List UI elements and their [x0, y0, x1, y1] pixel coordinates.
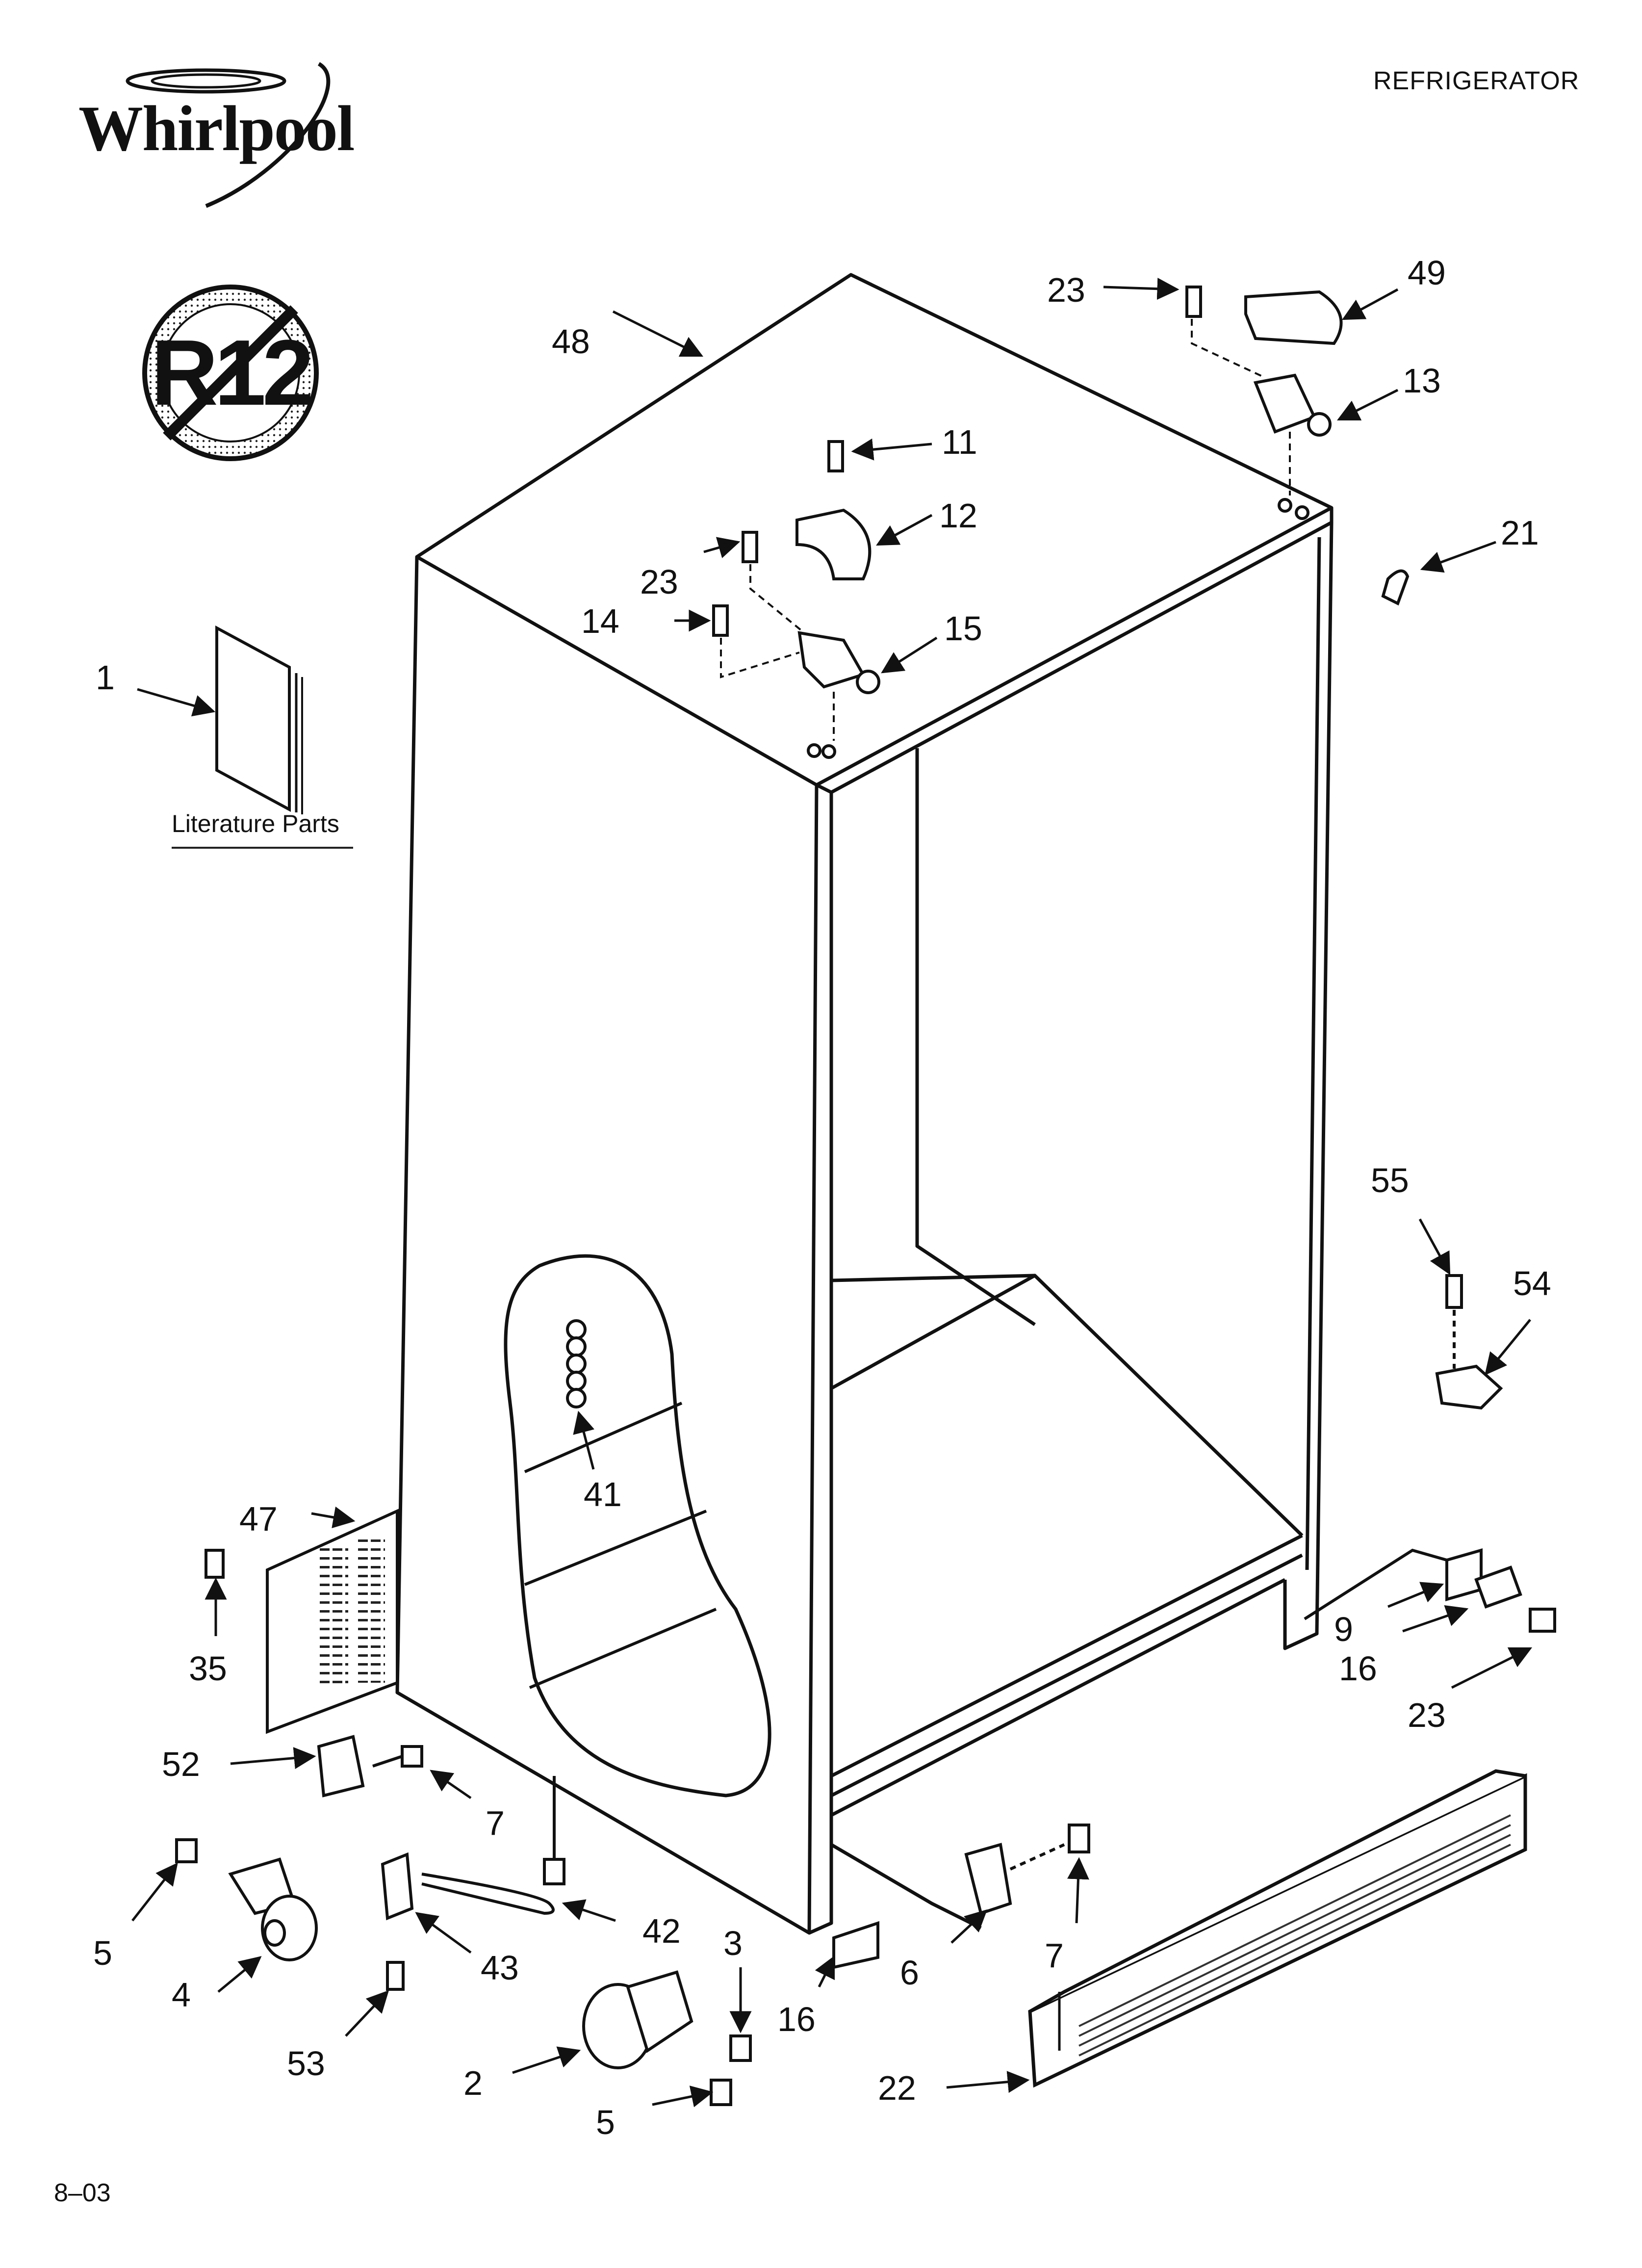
drain-tube-part [381, 1776, 565, 1991]
callout-15: 15 [944, 609, 982, 648]
leveler-right [1304, 1548, 1556, 1633]
callout-labels: 48 23 49 13 11 12 21 23 14 15 1 55 54 41… [93, 254, 1551, 2141]
toe-grille-part [1028, 1769, 1527, 2088]
cabinet-left-side [395, 556, 819, 1935]
bottom-bracket-parts [832, 1824, 1090, 1969]
callout-21: 21 [1501, 514, 1539, 552]
top-hinge-right [1185, 286, 1410, 606]
callout-7-left: 7 [486, 1804, 505, 1842]
logo-swirl-icon [126, 62, 331, 208]
top-hinge-center [712, 440, 880, 759]
document-type-label: REFRIGERATOR [1373, 67, 1580, 95]
callout-1: 1 [96, 658, 115, 697]
front-frame-top-rail [830, 508, 1334, 794]
callout-23: 23 [1047, 271, 1085, 309]
no-r12-refrigerant-icon: R12 [142, 285, 319, 461]
callout-4: 4 [172, 1976, 191, 2014]
callout-6: 6 [900, 1954, 919, 1992]
clamp-bracket-left [317, 1735, 423, 1798]
literature-underline [172, 847, 353, 849]
callout-14: 14 [581, 602, 619, 640]
footer-code: 8–03 [54, 2179, 111, 2207]
callout-53: 53 [287, 2044, 325, 2083]
leveling-bracket-right [1435, 1274, 1503, 1410]
callout-41: 41 [584, 1475, 622, 1513]
callout-7-bottom: 7 [1045, 1936, 1064, 1975]
caster-wheel-left [175, 1838, 318, 1961]
callout-5-bottom: 5 [596, 2103, 615, 2141]
callout-23-center: 23 [640, 563, 678, 601]
callout-5-left: 5 [93, 1934, 112, 1972]
callout-9: 9 [1334, 1610, 1353, 1648]
callout-3: 3 [723, 1924, 743, 1962]
leader-arrows [131, 278, 1533, 2108]
callout-16-bottom: 16 [777, 2000, 816, 2038]
callout-54: 54 [1513, 1264, 1551, 1303]
caster-assembly-bottom [582, 1970, 752, 2106]
callout-13: 13 [1403, 362, 1441, 400]
callout-49: 49 [1408, 254, 1446, 292]
callout-16-right: 16 [1339, 1649, 1377, 1688]
callout-47: 47 [239, 1500, 278, 1538]
literature-parts-icon [215, 625, 303, 814]
coiled-tube-part [566, 1319, 587, 1408]
callout-52: 52 [162, 1745, 200, 1783]
callout-42: 42 [642, 1912, 681, 1950]
callout-48: 48 [552, 322, 590, 361]
callout-12: 12 [939, 496, 977, 535]
vent-panel-part [205, 1509, 399, 1734]
callout-43: 43 [481, 1949, 519, 1987]
cutaway-reveal [504, 1254, 771, 1798]
callout-22: 22 [878, 2069, 916, 2107]
callout-35: 35 [189, 1649, 227, 1688]
callout-11: 11 [942, 423, 977, 461]
callout-55: 55 [1371, 1161, 1409, 1199]
literature-parts-label: Literature Parts [172, 810, 339, 837]
callout-23-right: 23 [1408, 1696, 1446, 1734]
front-frame-right-post [1283, 522, 1334, 1650]
front-frame-left-post [808, 783, 833, 1935]
callout-2: 2 [463, 2064, 483, 2102]
